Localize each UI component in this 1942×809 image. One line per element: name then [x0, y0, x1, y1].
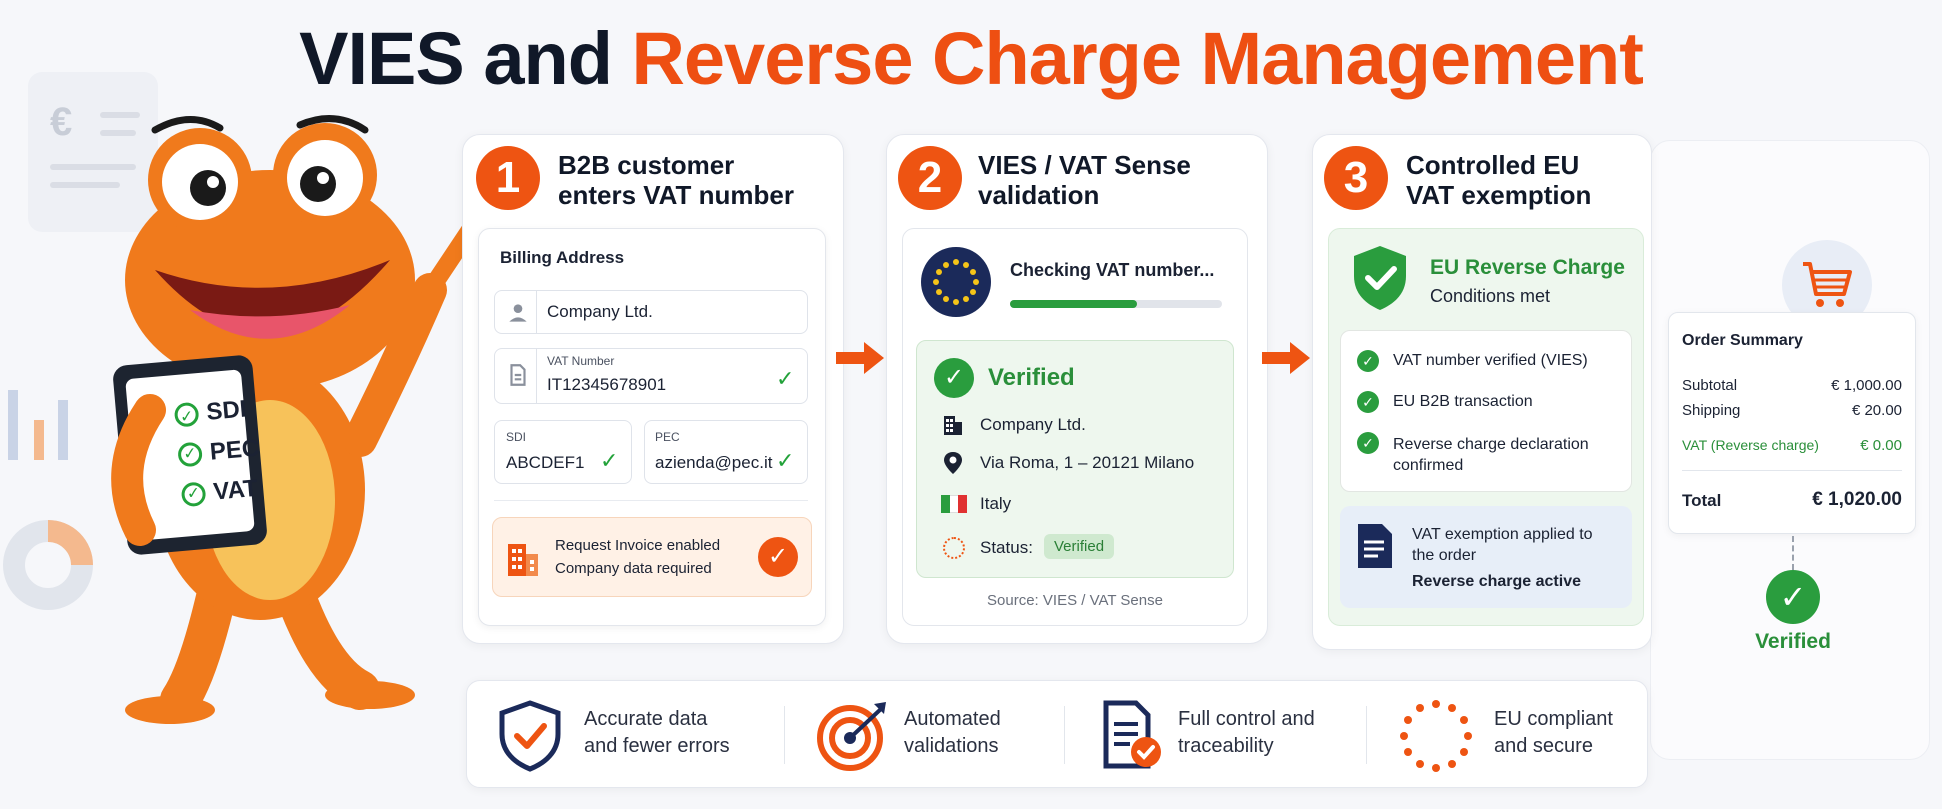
- check-circle-icon: ✓: [758, 537, 798, 577]
- connector-dashed-line: [1792, 536, 1794, 570]
- condition-b2b: EU B2B transaction: [1393, 393, 1533, 410]
- notice-line2: Company data required: [555, 560, 712, 577]
- step3-title: Controlled EU VAT exemption: [1406, 150, 1592, 210]
- conditions-list: [1340, 330, 1632, 492]
- order-summary-title: Order Summary: [1682, 332, 1803, 349]
- step2-title: VIES / VAT Sense validation: [978, 150, 1191, 210]
- order-verified-label: Verified: [1755, 630, 1831, 653]
- exemption-text: VAT exemption applied to the order: [1412, 526, 1593, 564]
- checking-vat-text: Checking VAT number...: [1010, 260, 1215, 280]
- validation-progress-fill: [1010, 300, 1138, 308]
- arrow-right-icon: [836, 342, 884, 374]
- sdi-label: SDI: [506, 430, 527, 444]
- shield-check-icon: [499, 700, 561, 772]
- condition-declaration: Reverse charge declaration confirmed: [1393, 436, 1589, 474]
- order-summary-card: [1668, 312, 1916, 534]
- validation-progress-track: [1010, 300, 1222, 308]
- shipping-value: € 20.00: [1851, 402, 1902, 419]
- step2-number: 2: [898, 146, 962, 210]
- background-invoice-doc: €: [28, 72, 158, 232]
- notice-line1: Request Invoice enabled: [555, 537, 721, 554]
- shipping-label: Shipping: [1682, 402, 1741, 419]
- frog-tablet-list: ✓SDI ✓PEC ✓VAT: [173, 389, 265, 516]
- sdi-field[interactable]: [494, 420, 632, 484]
- vat-rc-label: VAT (Reverse charge): [1682, 437, 1819, 453]
- status-label: Status:: [980, 538, 1033, 557]
- vat-number-field[interactable]: [494, 348, 808, 404]
- verified-country: Italy: [980, 494, 1012, 513]
- feature-accurate-data: Accurate data and fewer errors: [584, 708, 730, 757]
- step1-title: B2B customer enters VAT number: [558, 150, 794, 210]
- check-icon: ✓: [1357, 350, 1379, 372]
- pec-field[interactable]: [644, 420, 808, 484]
- pec-label: PEC: [655, 430, 680, 444]
- total-label: Total: [1682, 491, 1722, 510]
- sdi-check-icon: ✓: [600, 448, 619, 473]
- feature-full-control: Full control and traceability: [1178, 708, 1315, 757]
- billing-address-label: Billing Address: [500, 248, 625, 267]
- step1-number: 1: [476, 146, 540, 210]
- pec-value: azienda@pec.it: [655, 453, 773, 472]
- verified-address: Via Roma, 1 – 20121 Milano: [980, 453, 1195, 472]
- reverse-charge-active: Reverse charge active: [1412, 573, 1581, 590]
- sdi-value: ABCDEF1: [506, 453, 585, 472]
- shopping-cart-icon: [1803, 262, 1852, 307]
- italy-flag-icon: [941, 495, 968, 513]
- total-value: € 1,020.00: [1812, 489, 1902, 510]
- feature-automated-validations: Automated validations: [904, 708, 1001, 757]
- document-icon: [1358, 524, 1392, 568]
- order-verified-check-icon: ✓: [1766, 570, 1820, 624]
- check-icon: ✓: [1357, 432, 1379, 454]
- subtotal-value: € 1,000.00: [1831, 377, 1902, 394]
- vat-rc-value: € 0.00: [1860, 437, 1902, 454]
- company-field-value: Company Ltd.: [547, 302, 653, 321]
- vat-number-label: VAT Number: [547, 354, 615, 368]
- arrow-right-icon: [1262, 342, 1310, 374]
- building-icon: [942, 414, 964, 442]
- features-bar: [466, 680, 1648, 788]
- page-title: VIES and Reverse Charge Management: [299, 17, 1644, 100]
- frog-mascot: [111, 115, 470, 724]
- user-icon: [505, 300, 531, 326]
- check-icon: ✓: [1357, 391, 1379, 413]
- condition-vat-verified: VAT number verified (VIES): [1393, 352, 1588, 369]
- tablet-item-sdi: SDI: [205, 395, 248, 426]
- verified-label: Verified: [988, 364, 1075, 391]
- check-icon: ✓: [180, 481, 207, 508]
- step3-number: 3: [1324, 146, 1388, 210]
- tablet-item-vat: VAT: [212, 474, 259, 506]
- verified-check-icon: ✓: [934, 358, 974, 398]
- pec-check-icon: ✓: [776, 448, 795, 473]
- status-badge: Verified: [1044, 534, 1115, 559]
- eu-stars-icon: [1400, 700, 1472, 772]
- background-bar-chart: [0, 370, 80, 460]
- location-pin-icon: [942, 451, 964, 480]
- status-dotted-icon: [943, 537, 965, 559]
- subtotal-label: Subtotal: [1682, 377, 1738, 394]
- feature-eu-compliant: EU compliant and secure: [1494, 708, 1613, 757]
- document-check-icon: [1103, 700, 1161, 769]
- verified-company: Company Ltd.: [980, 415, 1086, 434]
- rc-title: EU Reverse Charge: [1430, 256, 1625, 279]
- vat-check-icon: ✓: [776, 366, 795, 391]
- tablet-item-pec: PEC: [208, 434, 261, 466]
- company-field[interactable]: [494, 290, 808, 334]
- background-donut-chart: [3, 520, 93, 610]
- eu-flag-icon: [921, 247, 991, 317]
- building-icon: [505, 538, 541, 578]
- check-icon: ✓: [173, 401, 200, 428]
- shield-check-icon: [1354, 246, 1406, 310]
- target-icon: [817, 702, 886, 771]
- source-text: Source: VIES / VAT Sense: [987, 592, 1163, 609]
- vat-number-value: IT12345678901: [547, 375, 667, 394]
- document-icon: [505, 362, 531, 388]
- check-icon: ✓: [177, 441, 204, 468]
- rc-subtitle: Conditions met: [1430, 286, 1551, 306]
